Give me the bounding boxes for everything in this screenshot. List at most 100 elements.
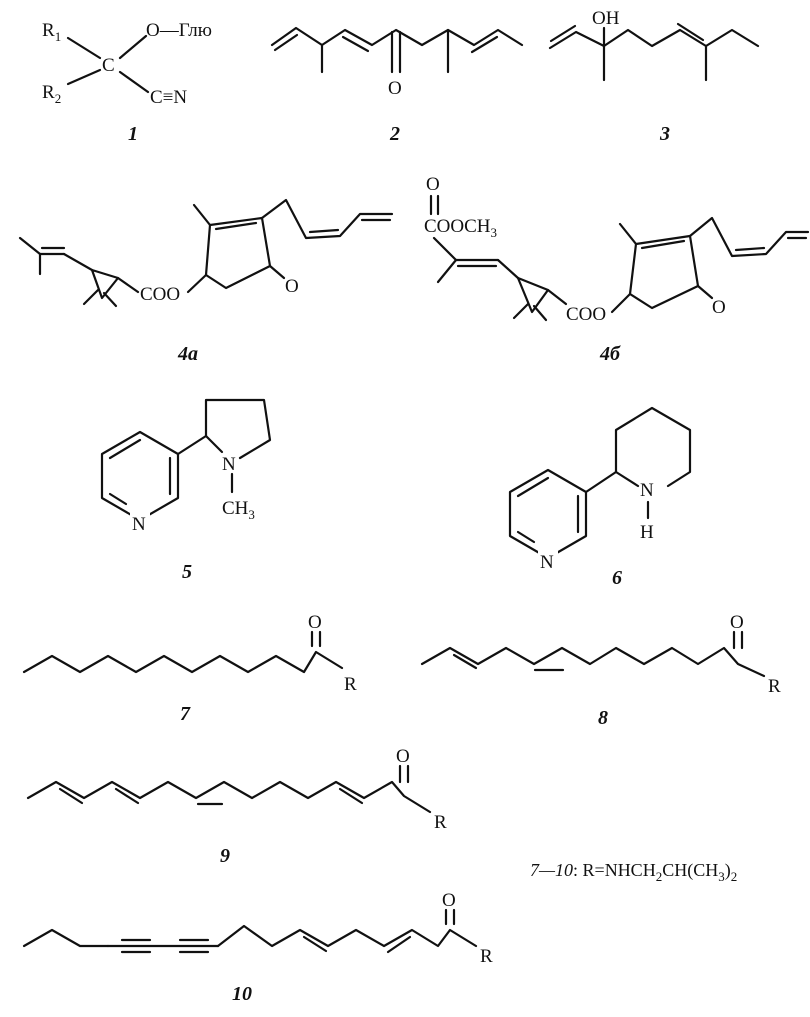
oxygen-label: O	[388, 78, 402, 99]
double-bond	[676, 22, 705, 42]
bond	[118, 34, 148, 60]
note-text: 7—10: R=NHCH2CH(CH3)2	[530, 860, 737, 884]
double-bond	[302, 935, 328, 953]
n-mask	[130, 512, 150, 534]
pyrrolidine-nitrogen: N	[222, 454, 236, 475]
oxygen-label: O	[730, 612, 744, 633]
carbonyl-bond	[696, 284, 714, 300]
side-chain	[688, 216, 810, 258]
methyl-label: CH3	[222, 498, 255, 522]
carbonyl-bond	[268, 264, 286, 280]
bond	[496, 258, 520, 280]
double-bond	[386, 935, 412, 954]
bond	[118, 70, 150, 94]
cyclopropane-ring	[516, 276, 550, 314]
oxygen-label: O	[712, 297, 726, 318]
bond	[204, 434, 224, 454]
double-bond	[58, 787, 84, 805]
compound-8: O R 8	[420, 612, 781, 729]
bond	[66, 68, 102, 86]
gem-methyl	[532, 304, 548, 322]
piperidine-ring	[614, 406, 692, 488]
compound-3: OH 3	[548, 8, 760, 145]
pyridine-nitrogen: N	[132, 514, 146, 535]
double-bond	[273, 33, 299, 52]
compound-5: N N CH3 5	[100, 398, 272, 583]
compound-number: 6	[612, 567, 622, 589]
bond	[18, 236, 42, 256]
double-bond	[214, 221, 258, 231]
bond	[116, 276, 140, 294]
pyrrolidine-ring	[204, 398, 272, 460]
aromatic-bond	[516, 476, 550, 498]
bond	[62, 252, 94, 272]
bond	[176, 434, 208, 456]
r2-label: R2	[42, 82, 61, 106]
compound-number: 5	[182, 561, 192, 583]
double-bond	[308, 228, 340, 234]
bond	[610, 292, 632, 314]
compound-number: 1	[128, 123, 138, 145]
double-bond	[734, 246, 766, 252]
oxygen-label: O	[396, 746, 410, 767]
compound-2: O 2	[270, 26, 524, 145]
oxygen-label: O	[426, 174, 440, 195]
aromatic-bond	[108, 492, 128, 506]
compound-number: 9	[220, 845, 230, 867]
compound-number: 3	[659, 123, 670, 145]
double-bond	[341, 35, 370, 53]
oxygen-label: O	[308, 612, 322, 633]
aromatic-bond	[516, 530, 536, 544]
methyl-bond	[436, 258, 458, 284]
carbon-chain	[22, 650, 344, 674]
compound-10: O R 10	[22, 890, 493, 1005]
r-label: R	[344, 674, 357, 695]
carbon-chain	[216, 924, 478, 948]
ester-group-label: COOCH3	[424, 216, 497, 240]
cyclopentenone-ring	[628, 234, 700, 310]
ester-label: COO	[140, 284, 180, 305]
compound-number: 7	[180, 703, 191, 725]
piperidine-nitrogen: N	[640, 480, 654, 501]
hydrogen-label: H	[640, 522, 654, 543]
double-bond	[114, 787, 140, 805]
pyridine-ring	[100, 430, 180, 522]
compound-4b: O COOCH3 COO O 4б	[424, 174, 810, 365]
double-bond	[640, 239, 686, 250]
compound-9: O R 9	[26, 746, 447, 867]
pyridine-ring	[508, 468, 588, 560]
compound-number: 2	[389, 123, 400, 145]
n-mask	[538, 550, 558, 572]
methyl-bond	[618, 222, 638, 246]
r-label: R	[434, 812, 447, 833]
carbon-chain	[420, 646, 766, 678]
gem-methyl	[82, 288, 100, 306]
pyridine-nitrogen: N	[540, 552, 554, 573]
o-glucose-label: O—Глю	[146, 20, 212, 41]
compound-number: 8	[598, 707, 608, 729]
carbon-chain	[22, 928, 110, 948]
r1-label: R1	[42, 20, 61, 44]
bond	[546, 288, 568, 306]
double-bond	[338, 787, 364, 805]
aromatic-bond	[108, 438, 142, 460]
substituent-note: 7—10: R=NHCH2CH(CH3)2	[530, 860, 737, 884]
compound-number: 10	[232, 983, 252, 1005]
methyl-bond	[192, 203, 212, 227]
r-label: R	[768, 676, 781, 697]
double-bond	[452, 653, 478, 670]
carbon-chain	[26, 780, 432, 814]
compound-number: 4a	[177, 343, 198, 365]
hydroxyl-label: OH	[592, 8, 620, 29]
double-bond	[470, 35, 499, 54]
gem-methyl	[512, 302, 530, 320]
cyclopentenone-ring	[204, 216, 272, 290]
bond	[66, 36, 102, 60]
carbon-chain	[548, 28, 760, 50]
compound-4a: COO O 4a	[18, 198, 394, 365]
bond	[186, 273, 208, 294]
oxygen-label: O	[285, 276, 299, 297]
nitrile-label: C≡N	[150, 87, 187, 108]
compound-number: 4б	[599, 343, 621, 365]
